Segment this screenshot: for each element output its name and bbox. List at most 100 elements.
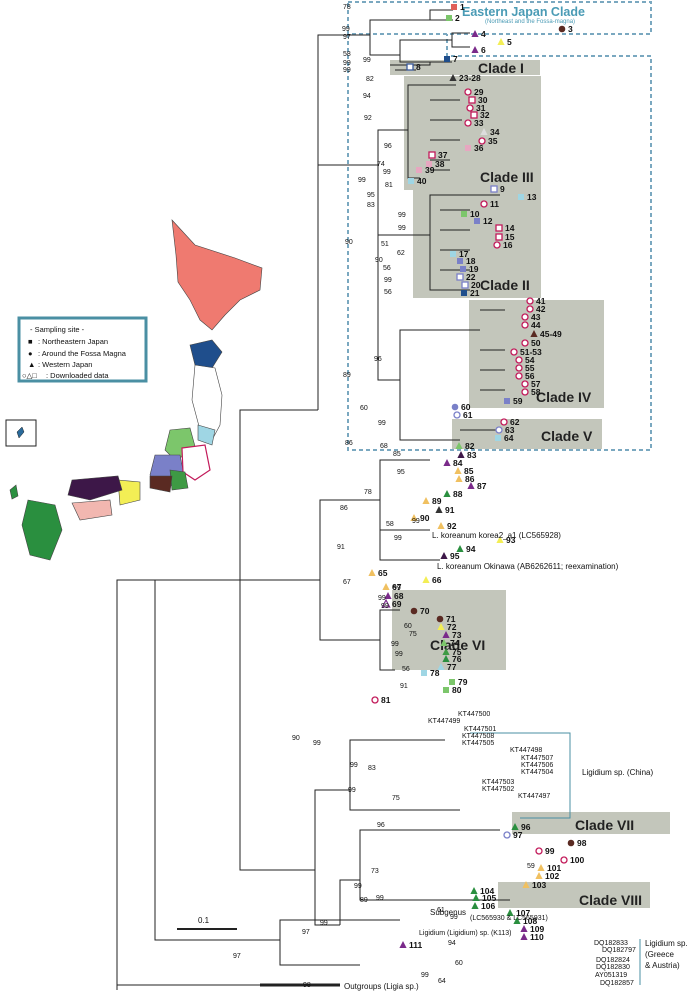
bootstrap-value: 95 (367, 192, 375, 199)
bootstrap-value: 94 (363, 93, 371, 100)
accession-label: KT447500 (458, 711, 490, 718)
tip-label-23-28: 23-28 (459, 73, 481, 83)
tip-label-92: 92 (447, 521, 457, 531)
tip-marker-68 (384, 592, 392, 599)
tip-marker-76 (442, 655, 450, 662)
tip-label-54: 54 (525, 355, 535, 365)
tip-label-76: 76 (452, 654, 462, 664)
bootstrap-value: 73 (371, 868, 379, 875)
tip-marker-58 (521, 388, 529, 396)
tip-marker-83 (457, 451, 465, 458)
tip-label-66: 66 (432, 575, 442, 585)
tip-label-20: 20 (471, 280, 481, 290)
tip-marker-30 (468, 96, 476, 104)
clade-vi-box (392, 590, 506, 670)
tip-label-39: 39 (425, 165, 435, 175)
bootstrap-value: 99 (412, 518, 420, 525)
bootstrap-value: 58 (343, 51, 351, 58)
tip-marker-15 (495, 233, 503, 241)
tip-marker-7 (444, 56, 450, 62)
tip-marker-54 (515, 356, 523, 364)
clade-label-vii: Clade VII (575, 817, 634, 833)
bootstrap-value: 99 (358, 177, 366, 184)
tip-marker-17 (450, 251, 456, 257)
kanto-region (181, 444, 211, 481)
label-greece-1: Ligidium sp. (645, 939, 688, 948)
tip-marker-51-53 (510, 348, 518, 356)
tip-marker-14 (495, 224, 503, 232)
accession-label: KT447506 (521, 762, 553, 769)
bootstrap-value: 99 (391, 641, 399, 648)
tip-label-1: 1 (460, 2, 465, 12)
tip-marker-33 (464, 119, 472, 127)
tip-label-18: 18 (466, 256, 476, 266)
tip-marker-42 (526, 305, 534, 313)
tip-marker-111 (399, 941, 407, 948)
clade-i-box (390, 60, 540, 75)
tip-marker-57 (521, 380, 529, 388)
bootstrap-value: 90 (292, 735, 300, 742)
tip-marker-45-49 (530, 330, 538, 337)
accession-label: KT447502 (482, 786, 514, 793)
niigata-region (197, 424, 216, 446)
tip-label-79: 79 (458, 677, 468, 687)
bootstrap-value: 98 (303, 982, 311, 989)
label-outgroups: Outgroups (Ligia sp.) (344, 982, 419, 991)
tip-label-38: 38 (435, 159, 445, 169)
tip-marker-64 (495, 435, 501, 441)
tip-label-67: 67 (392, 582, 402, 592)
tip-marker-107 (506, 909, 514, 916)
tip-label-14: 14 (505, 223, 515, 233)
bootstrap-value: 75 (392, 795, 400, 802)
bootstrap-value: 83 (368, 765, 376, 772)
tip-marker-69 (381, 598, 391, 608)
tip-label-32: 32 (480, 110, 490, 120)
tip-label-51-53: 51-53 (520, 347, 542, 357)
tip-label-109: 109 (530, 924, 544, 934)
accession-label: KT447501 (464, 726, 496, 733)
tip-label-6: 6 (481, 45, 486, 55)
tip-marker-36 (465, 145, 471, 151)
accession-label: KT447497 (518, 793, 550, 800)
tip-marker-43 (521, 313, 529, 321)
bootstrap-value: 99 (313, 740, 321, 747)
tip-marker-99 (535, 847, 543, 855)
tip-marker-4 (471, 30, 479, 37)
tip-label-91: 91 (445, 505, 455, 515)
tsushima-island (9, 484, 19, 500)
tip-label-11: 11 (490, 199, 499, 209)
bootstrap-value: 56 (384, 289, 392, 296)
tip-label-22: 22 (466, 272, 476, 282)
bootstrap-value: 99 (378, 420, 386, 427)
bootstrap-value: 99 (450, 914, 458, 921)
bootstrap-value: 95 (397, 469, 405, 476)
tip-label-100: 100 (570, 855, 584, 865)
tip-markers (368, 4, 575, 948)
tip-label-10: 10 (470, 209, 480, 219)
tip-label-99: 99 (545, 846, 555, 856)
tip-label-105: 105 (482, 893, 496, 903)
accession-label: DQ182824 (596, 957, 630, 964)
legend-label-1: : Northeastern Japan (38, 337, 108, 346)
accession-label: DQ182833 (594, 940, 628, 947)
tip-marker-108 (513, 917, 521, 924)
tip-label-87: 87 (477, 481, 487, 491)
tip-label-65: 65 (378, 568, 388, 578)
tip-marker-61 (453, 411, 461, 419)
tip-marker-105 (472, 894, 480, 901)
tip-marker-97 (503, 831, 511, 839)
tip-marker-75 (442, 648, 450, 655)
tip-marker-74 (440, 639, 448, 646)
tip-label-58: 58 (531, 387, 541, 397)
okinawa-island (16, 426, 25, 439)
legend-label-4: : Downloaded data (46, 371, 109, 380)
tip-label-86: 86 (465, 474, 475, 484)
accession-label: KT447508 (462, 733, 494, 740)
bootstrap-value: 68 (380, 443, 388, 450)
bootstrap-value: 74 (377, 161, 385, 168)
clade-iii-box (404, 76, 541, 190)
tip-label-44: 44 (531, 320, 541, 330)
tip-label-107: 107 (516, 908, 530, 918)
bootstrap-value: 99 (393, 585, 401, 592)
